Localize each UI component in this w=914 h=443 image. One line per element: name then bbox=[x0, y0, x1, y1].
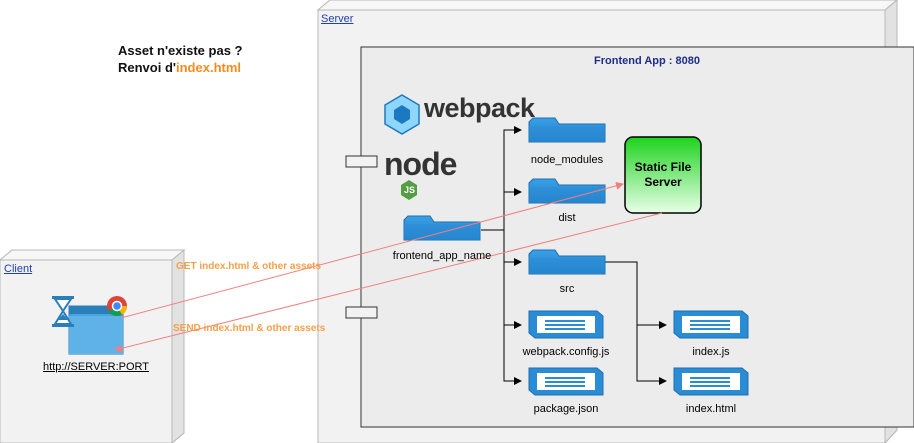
folder-label-node-modules: node_modules bbox=[530, 154, 604, 166]
file-icon-index-html[interactable] bbox=[673, 367, 749, 396]
hourglass-icon bbox=[52, 296, 74, 327]
response-arrow bbox=[114, 212, 663, 353]
browser-window-icon bbox=[68, 305, 124, 355]
folder-label-root: frontend_app_name bbox=[392, 250, 492, 262]
server-label[interactable]: Server bbox=[321, 13, 354, 25]
fallback-note-highlight: index.html bbox=[176, 60, 242, 75]
file-label-index-html: index.html bbox=[685, 403, 737, 415]
file-label-index-js: index.js bbox=[692, 346, 730, 358]
fallback-note-prefix: Renvoi d' bbox=[118, 60, 176, 75]
chrome-icon bbox=[107, 296, 128, 317]
folder-label-src: src bbox=[559, 283, 575, 295]
static-file-server-line1: Static File bbox=[634, 160, 692, 174]
http-arrows bbox=[114, 181, 663, 353]
nodejs-logo-text: node bbox=[384, 146, 457, 182]
static-file-server-label: Static File Server bbox=[625, 160, 701, 190]
fallback-note-line2: Renvoi d'index.html bbox=[118, 59, 242, 76]
file-label-webpack-config: webpack.config.js bbox=[522, 346, 610, 358]
file-icon-webpack-config[interactable] bbox=[528, 310, 604, 339]
file-icon-package-json[interactable] bbox=[528, 367, 604, 396]
webpack-logo-text: webpack bbox=[424, 93, 535, 123]
nodejs-js-badge: JS bbox=[404, 185, 416, 195]
client-url[interactable]: http://SERVER:PORT bbox=[43, 361, 149, 373]
file-label-package-json: package.json bbox=[533, 403, 599, 415]
nodejs-logo-icon bbox=[401, 180, 417, 200]
response-arrow-label: SEND index.html & other assets bbox=[173, 323, 326, 334]
webpack-cube-icon bbox=[384, 94, 420, 135]
client-label[interactable]: Client bbox=[4, 263, 33, 275]
request-arrow bbox=[120, 181, 624, 319]
static-file-server-line2: Server bbox=[644, 175, 682, 189]
request-arrow-label: GET index.html & other assets bbox=[176, 261, 322, 272]
file-icon-index-js[interactable] bbox=[673, 310, 749, 339]
folder-label-dist: dist bbox=[558, 212, 576, 224]
frontend-app-title: Frontend App : 8080 bbox=[594, 55, 700, 67]
static-file-server-box[interactable] bbox=[624, 136, 702, 214]
fallback-note: Asset n'existe pas ? Renvoi d'index.html bbox=[118, 42, 242, 76]
fallback-note-line1: Asset n'existe pas ? bbox=[118, 43, 243, 58]
client-node bbox=[0, 248, 186, 443]
folder-connectors bbox=[481, 126, 667, 385]
